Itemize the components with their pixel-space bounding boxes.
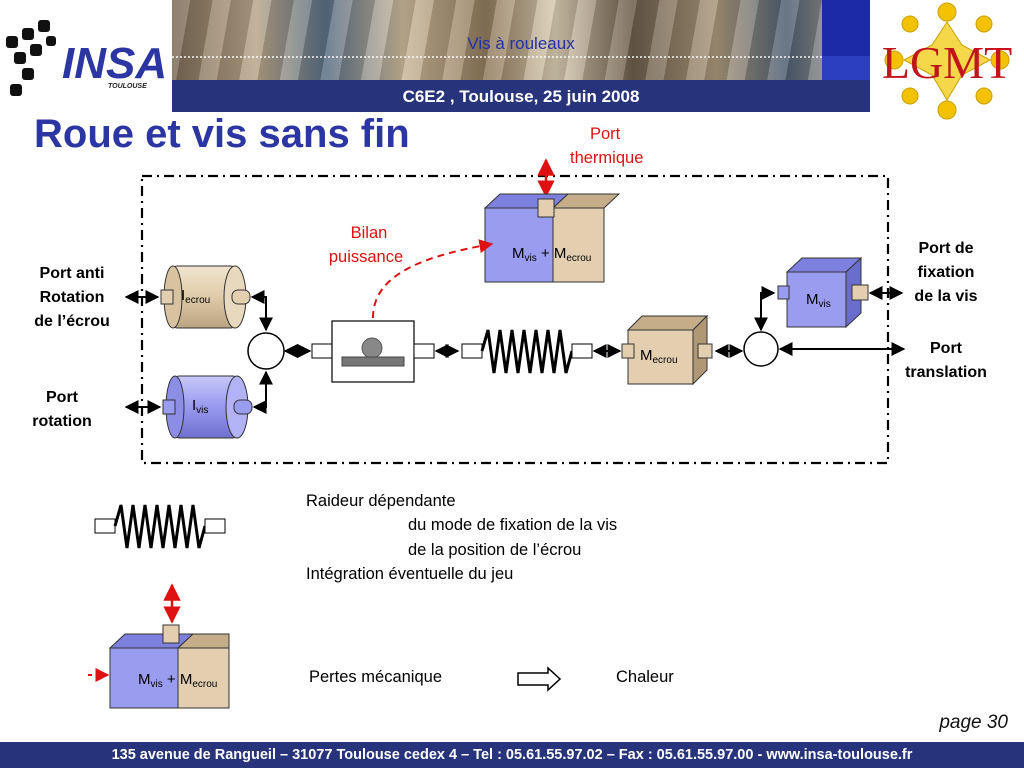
label-anti-rotation-2: Rotation <box>40 289 105 306</box>
cube-vis-label: Mvis <box>806 291 831 310</box>
legend-cube: Mvis + Mecrou <box>88 583 230 709</box>
insa-logo-text: INSA <box>62 39 167 88</box>
spring-element <box>480 329 574 374</box>
cube-m-vis: Mvis <box>777 256 869 329</box>
legend-chaleur: Chaleur <box>616 668 674 686</box>
legend-position: de la position de l’écrou <box>408 541 582 559</box>
label-bilan-2: puissance <box>329 248 403 266</box>
banner-blue-strip <box>822 56 870 80</box>
legend-pertes: Pertes mécanique <box>309 668 442 686</box>
banner-title: Vis à rouleaux <box>467 34 575 53</box>
header-banner-photo: Vis à rouleaux <box>172 0 870 80</box>
label-anti-rotation-3: de l’écrou <box>34 313 110 330</box>
header-bar: C6E2 , Toulouse, 25 juin 2008 <box>172 80 870 112</box>
insa-logo-subtext: TOULOUSE <box>108 83 147 90</box>
label-translation-2: translation <box>905 364 987 381</box>
cyl-ecrou-label: Iecrou <box>181 287 210 306</box>
label-anti-rotation-1: Port anti <box>40 265 105 282</box>
footer-address: 135 avenue de Rangueil – 31077 Toulouse … <box>0 742 1024 768</box>
cylinder-i-ecrou: Iecrou <box>160 265 251 329</box>
system-boundary <box>140 174 890 465</box>
label-fixation-3: de la vis <box>914 288 977 305</box>
junction-right <box>743 331 779 367</box>
power-balance-arrow <box>372 239 494 319</box>
legend-integration: Intégration éventuelle du jeu <box>306 565 514 583</box>
label-port-thermique-2: thermique <box>570 149 643 167</box>
lgmt-logo: LGMT <box>882 2 1012 120</box>
cube-top-label: Mvis + Mecrou <box>512 245 591 264</box>
cube-mvis-mecrou: Mvis + Mecrou <box>483 193 621 283</box>
legend-raideur: Raideur dépendante <box>306 492 456 510</box>
junction-to-mvis-arrow <box>754 286 776 332</box>
slide-title: Roue et vis sans fin <box>34 112 410 156</box>
gear-transformer <box>331 320 415 383</box>
label-port-rotation-1: Port <box>46 389 79 406</box>
legend-mode: du mode de fixation de la vis <box>408 516 618 534</box>
label-port-thermique-1: Port <box>590 125 621 143</box>
legend-spring <box>94 504 226 549</box>
ecrou-to-junction-arrow <box>250 290 273 332</box>
label-fixation-1: Port de <box>918 240 973 257</box>
cube-m-ecrou: Mecrou <box>621 314 713 386</box>
label-port-rotation-2: rotation <box>32 413 92 430</box>
junction-left <box>247 332 285 370</box>
legend-cube-label: Mvis + Mecrou <box>138 671 217 690</box>
page-number: page 30 <box>939 712 1008 733</box>
cyl-vis-label: Ivis <box>192 397 208 416</box>
label-bilan-1: Bilan <box>351 224 388 242</box>
lgmt-logo-text: LGMT <box>882 37 1012 88</box>
cube-ecrou-label: Mecrou <box>640 347 678 366</box>
vis-to-junction-arrow <box>252 370 273 414</box>
insa-logo: INSA TOULOUSE <box>6 20 167 96</box>
cylinder-i-vis: Ivis <box>162 375 253 439</box>
implies-arrow <box>517 666 562 692</box>
label-fixation-2: fixation <box>918 264 975 281</box>
label-translation-1: Port <box>930 340 963 357</box>
